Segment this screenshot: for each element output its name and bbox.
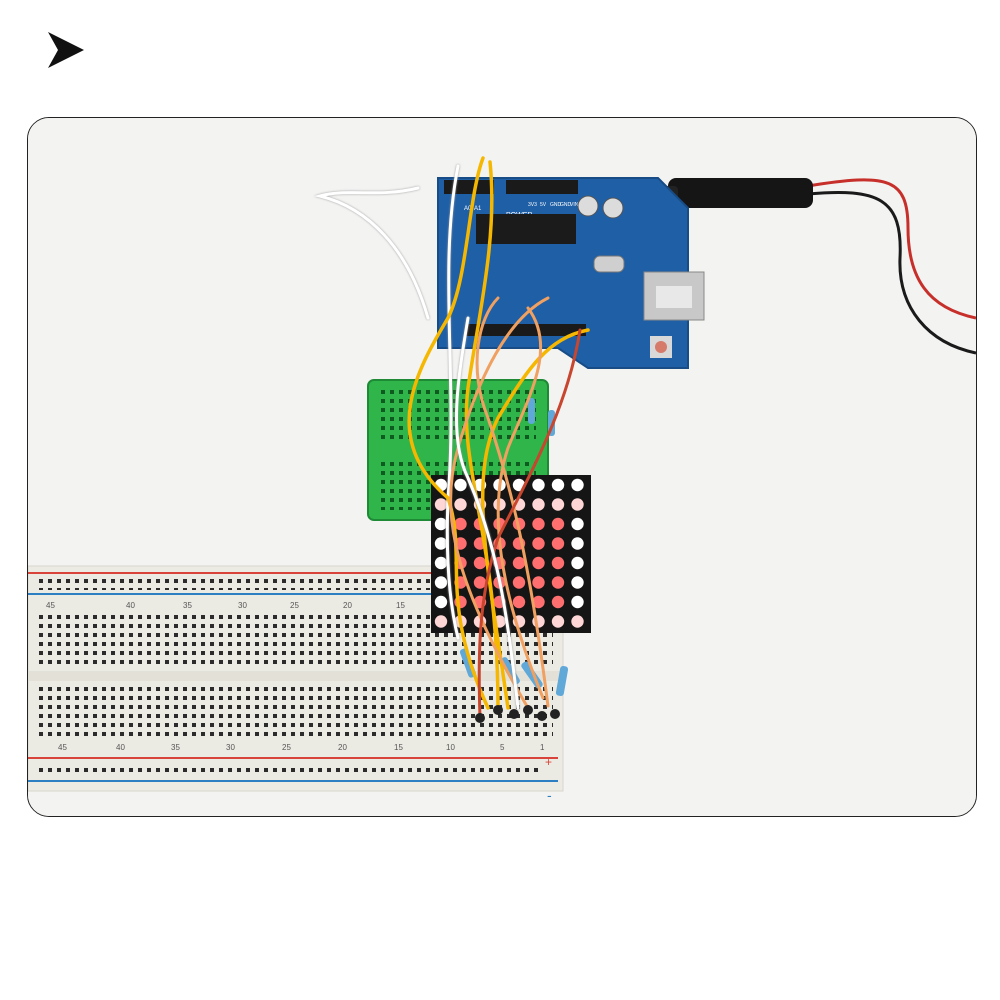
bottom-number-35: 35	[171, 743, 180, 752]
led-dot	[571, 537, 584, 550]
pin-label-5v: 5V	[540, 202, 547, 208]
led-dot	[434, 576, 448, 589]
led-dot	[551, 537, 565, 550]
led-dot	[512, 595, 526, 609]
top-number-25: 25	[290, 601, 299, 610]
led-dot	[551, 576, 565, 589]
led-dot	[571, 478, 584, 492]
led-dot	[571, 615, 584, 628]
led-dot	[571, 595, 584, 609]
led-dot	[551, 556, 565, 570]
led-dot	[434, 498, 448, 511]
chevron-right-icon[interactable]	[44, 28, 88, 72]
led-dot	[571, 517, 584, 531]
led-dot	[532, 556, 545, 570]
led-dot	[512, 576, 526, 589]
pin-label-a1: A1	[474, 206, 482, 212]
top-number-15: 15	[396, 601, 405, 610]
led-dot	[434, 595, 448, 609]
bottom-number-5: 5	[500, 743, 505, 752]
bottom-number-40: 40	[116, 743, 125, 752]
bottom-number-1: 1	[540, 743, 545, 752]
top-number-20: 20	[343, 601, 352, 610]
wire-ends	[475, 705, 560, 723]
led-dot	[454, 517, 467, 531]
bottom-number-30: 30	[226, 743, 235, 752]
rail-minus-label: -	[547, 787, 552, 803]
pin-label-gnd-1: GND	[550, 202, 562, 208]
led-dot	[454, 478, 467, 492]
bottom-number-10: 10	[446, 743, 455, 752]
rail-plus-label: +	[545, 755, 552, 769]
led-dot	[532, 478, 545, 492]
led-dot	[532, 576, 545, 589]
pin-label-vin: VIN	[570, 202, 579, 208]
top-number-30: 30	[238, 601, 247, 610]
led-dot	[551, 595, 565, 609]
led-dot	[434, 556, 448, 570]
led-dot	[551, 478, 565, 492]
top-number-40: 40	[126, 601, 135, 610]
top-number-35: 35	[183, 601, 192, 610]
arduino-led-matrix-breadboard-photo: POWER A0 A1 3V3 5V GND GND VIN	[27, 117, 977, 817]
led-dot	[434, 517, 448, 531]
led-dot	[571, 556, 584, 570]
led-dot	[473, 576, 487, 589]
led-dot	[532, 595, 545, 609]
bottom-number-25: 25	[282, 743, 291, 752]
bottom-number-15: 15	[394, 743, 403, 752]
arduino-board: POWER A0 A1 3V3 5V GND GND VIN	[437, 177, 705, 369]
led-dot	[473, 556, 487, 570]
led-dot	[434, 615, 448, 628]
pin-label-a0: A0	[464, 206, 472, 212]
led-dot	[434, 537, 448, 550]
led-dot	[571, 498, 584, 511]
led-dot	[532, 517, 545, 531]
led-dot	[512, 556, 526, 570]
led-dot	[551, 517, 565, 531]
bottom-number-45: 45	[58, 743, 67, 752]
led-dot	[532, 498, 545, 511]
led-dot	[532, 537, 545, 550]
power-cable	[638, 178, 976, 355]
jumper-wires	[314, 156, 590, 720]
bottom-number-20: 20	[338, 743, 347, 752]
led-dot	[571, 576, 584, 589]
led-dot	[551, 615, 565, 628]
pin-label-3v3: 3V3	[528, 202, 537, 208]
top-number-45: 45	[46, 601, 55, 610]
led-dot	[454, 498, 467, 511]
pin-label-gnd-2: GND	[560, 202, 572, 208]
led-dot	[551, 498, 565, 511]
